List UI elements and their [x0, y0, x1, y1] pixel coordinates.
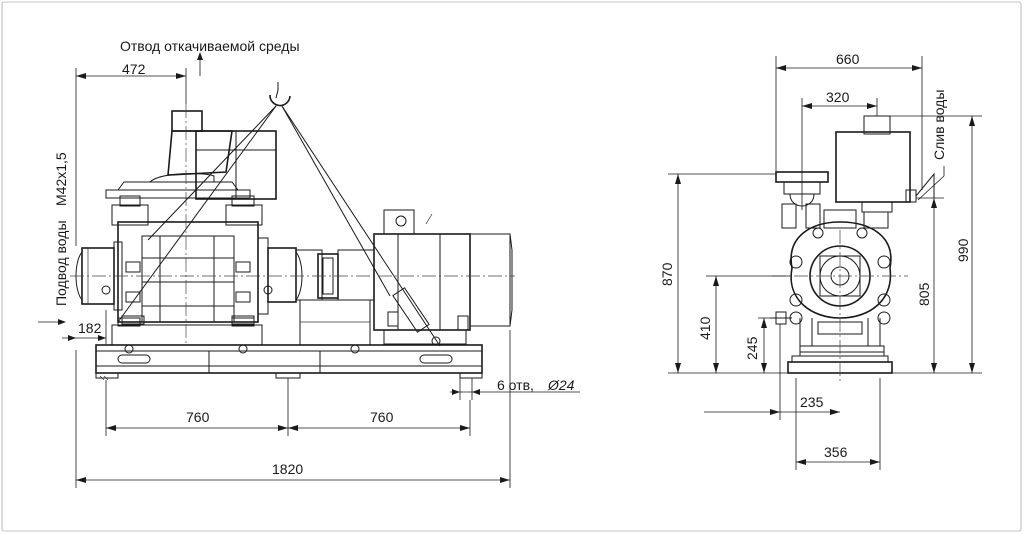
- svg-text:320: 320: [826, 89, 850, 105]
- dim-410: 410: [697, 275, 790, 373]
- svg-text:182: 182: [78, 320, 102, 336]
- svg-text:760: 760: [186, 409, 210, 425]
- base-frame: [95, 344, 483, 381]
- drain-label: Слив воды: [931, 90, 947, 160]
- svg-text:870: 870: [659, 262, 675, 286]
- svg-text:760: 760: [370, 409, 394, 425]
- outlet-manifold: [105, 110, 277, 200]
- dim-1820: 1820: [75, 330, 511, 488]
- dim-472: 472: [75, 61, 187, 246]
- pump-pedestal: [111, 317, 263, 354]
- electric-motor: [373, 209, 513, 346]
- dim-356: 356: [795, 378, 881, 470]
- side-pump-casing: [789, 209, 892, 346]
- front-view: Отвод откачиваемой среды 472 Подвод воды…: [38, 38, 580, 488]
- inlet-thread-label: М42х1,5: [53, 152, 69, 206]
- dim-760-pair: 760 760: [105, 378, 471, 436]
- dim-805: 805: [916, 197, 944, 373]
- inlet-water-label: Подвод воды: [53, 220, 69, 306]
- hole-diameter-label: Ø24: [547, 377, 575, 393]
- svg-text:990: 990: [955, 238, 971, 262]
- dim-990: 990: [890, 115, 982, 374]
- dim-235: 235: [704, 324, 840, 420]
- coupling: [295, 249, 375, 354]
- dim-245: 245: [744, 317, 778, 373]
- svg-text:805: 805: [916, 282, 932, 306]
- svg-text:356: 356: [824, 444, 848, 460]
- pump-body: [111, 195, 263, 325]
- side-top-parts: [775, 115, 935, 229]
- svg-text:235: 235: [800, 394, 824, 410]
- holes-callout: 6 отв, Ø24: [450, 377, 580, 400]
- svg-text:1820: 1820: [272, 461, 303, 477]
- svg-text:472: 472: [122, 61, 146, 77]
- outlet-label: Отвод откачиваемой среды: [120, 38, 300, 54]
- dim-660: 660: [775, 51, 923, 190]
- side-view: Слив воды 660 320 990: [659, 51, 982, 470]
- holes-label: 6 отв,: [497, 377, 534, 393]
- dim-870: 870: [659, 173, 788, 374]
- lifting-hook: [117, 82, 441, 347]
- dim-320: 320: [801, 89, 878, 210]
- svg-text:660: 660: [836, 51, 860, 67]
- svg-text:410: 410: [697, 316, 713, 340]
- svg-text:245: 245: [744, 336, 760, 360]
- dim-182: 182: [62, 310, 107, 344]
